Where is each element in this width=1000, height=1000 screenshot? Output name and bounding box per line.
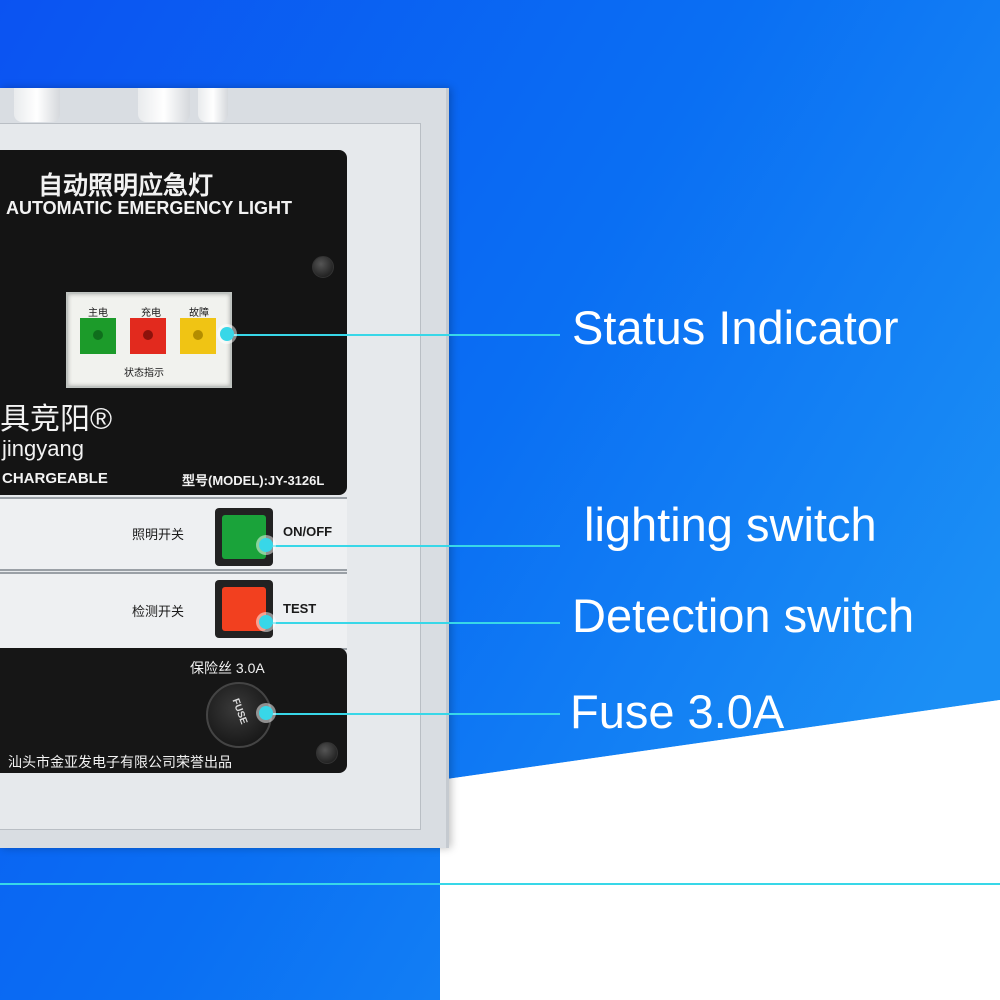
rechargeable-label: CHARGEABLE bbox=[2, 470, 108, 487]
lamp-tube-left bbox=[14, 88, 60, 122]
fuse-dot bbox=[259, 706, 273, 720]
fuse-rating-label: 保险丝 3.0A bbox=[190, 660, 265, 676]
screw-icon bbox=[312, 256, 334, 278]
led-green-icon bbox=[80, 318, 116, 354]
manufacturer-label: 汕头市金亚发电子有限公司荣誉出品 bbox=[8, 754, 232, 770]
status-indicator-callout: Status Indicator bbox=[572, 301, 899, 354]
screw-icon bbox=[316, 742, 338, 764]
detection-switch-dot bbox=[259, 615, 273, 629]
fuse-line bbox=[266, 713, 560, 715]
test-switch-label-en: TEST bbox=[283, 601, 317, 616]
title-en: AUTOMATIC EMERGENCY LIGHT bbox=[6, 198, 293, 218]
detection-switch-line bbox=[266, 622, 560, 624]
indicator-caption: 状态指示 bbox=[124, 368, 164, 379]
test-switch-label-cn: 检测开关 bbox=[132, 604, 185, 619]
fuse-callout: Fuse 3.0A bbox=[570, 685, 785, 738]
led-red-icon bbox=[130, 318, 166, 354]
indicator-label-main: 主电 bbox=[88, 308, 108, 319]
bottom-nameplate bbox=[0, 648, 347, 773]
indicator-label-charge: 充电 bbox=[141, 308, 161, 319]
bottom-accent-line bbox=[0, 883, 1000, 885]
lighting-switch-dot bbox=[259, 538, 273, 552]
model-label: 型号(MODEL):JY-3126L bbox=[182, 473, 325, 488]
brand-cn: 具竞阳® bbox=[0, 403, 113, 436]
indicator-label-fault: 故障 bbox=[189, 308, 209, 319]
brand-en: jingyang bbox=[2, 436, 84, 461]
lamp-tube-right bbox=[198, 88, 228, 122]
lamp-tube-center bbox=[138, 88, 190, 122]
test-switch-strip bbox=[0, 572, 347, 650]
led-yellow-icon bbox=[180, 318, 216, 354]
status-indicator-panel: 主电 充电 故障 状态指示 bbox=[66, 292, 232, 388]
lighting-switch-label-en: ON/OFF bbox=[283, 524, 333, 539]
lighting-switch-label-cn: 照明开关 bbox=[132, 527, 185, 542]
lighting-switch-line bbox=[266, 545, 560, 547]
status-indicator-line bbox=[228, 334, 560, 336]
title-cn: 自动照明应急灯 bbox=[38, 172, 214, 200]
lighting-switch-callout: lighting switch bbox=[584, 498, 877, 551]
test-switch-button[interactable] bbox=[215, 580, 273, 638]
detection-switch-callout: Detection switch bbox=[572, 589, 915, 642]
lighting-switch-strip bbox=[0, 497, 347, 571]
fuse-cap-text: FUSE bbox=[229, 697, 250, 726]
lighting-switch-button[interactable] bbox=[215, 508, 273, 566]
status-indicator-dot bbox=[220, 327, 234, 341]
